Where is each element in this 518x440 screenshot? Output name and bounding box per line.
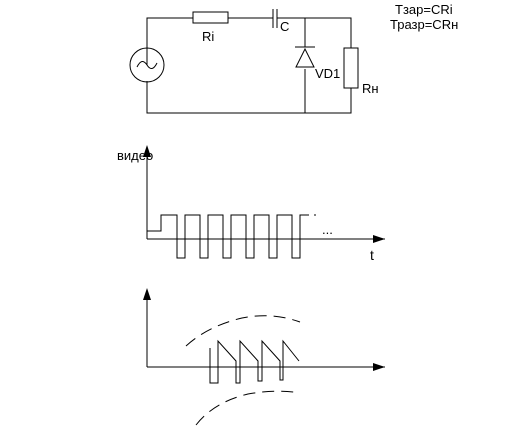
load-resistor-icon <box>343 47 359 89</box>
graph1-xlabel: t <box>370 247 374 263</box>
graph1-x-axis <box>147 235 385 243</box>
resistor-ri-icon <box>192 11 229 24</box>
capacitor-icon <box>272 9 278 28</box>
graph1-ylabel: видео <box>117 148 153 163</box>
formula-discharge: Тразр=СRн <box>390 17 458 32</box>
lower-envelope <box>195 390 301 426</box>
output-sawtooth <box>209 339 300 384</box>
graph2-x-axis <box>147 363 385 371</box>
upper-envelope <box>185 315 301 347</box>
capacitor-label: C <box>280 19 289 34</box>
ac-source-icon <box>129 47 165 83</box>
wire-top-left <box>146 17 193 65</box>
diode-icon <box>295 46 315 68</box>
load-resistor-label: Rн <box>362 81 379 96</box>
wire-bottom <box>146 81 352 114</box>
graph1-y-axis <box>143 145 151 239</box>
graph-video: видео t ... <box>117 145 385 263</box>
graph2-y-axis <box>143 288 151 367</box>
video-pulse-train <box>147 214 309 259</box>
wire-top-right <box>277 17 352 48</box>
graph1-ellipsis: ... <box>322 222 333 237</box>
resistor-ri-label: Ri <box>202 29 214 44</box>
formula-charge: Тзар=СRi <box>395 2 453 17</box>
graph-output <box>143 288 385 426</box>
diode-label: VD1 <box>315 66 340 81</box>
circuit-schematic: Ri C VD1 Rн Тзар=СRi Тразр=СRн <box>129 2 458 114</box>
